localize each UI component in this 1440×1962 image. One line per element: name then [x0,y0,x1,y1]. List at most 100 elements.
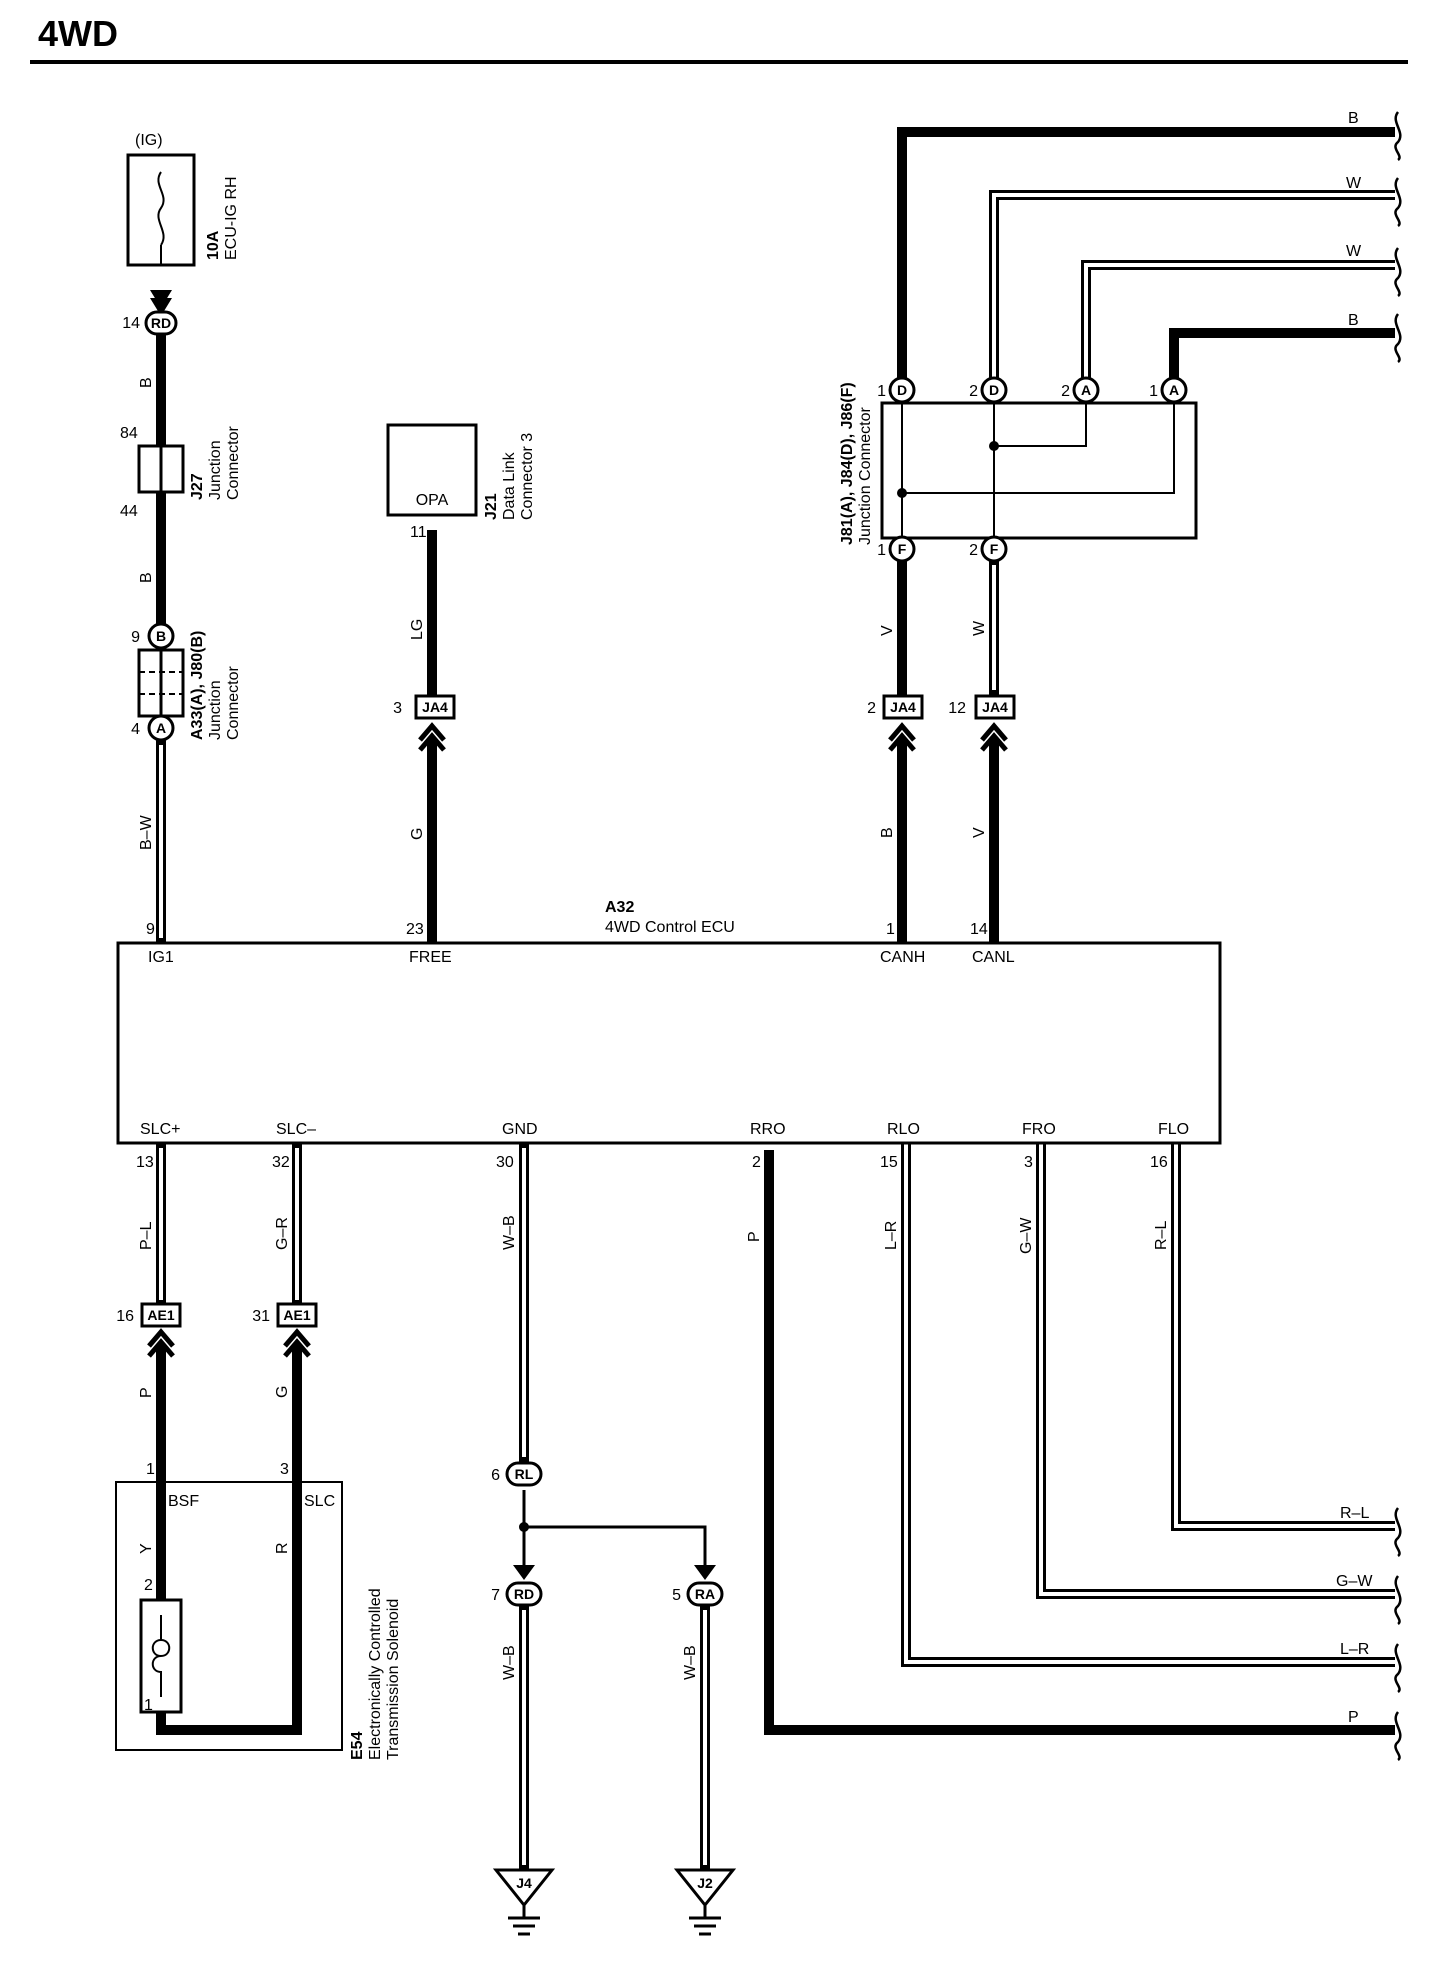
svg-text:1: 1 [1149,383,1158,400]
wire-break-marks [1394,111,1402,1762]
wire-color-sol-r: R [274,1542,291,1554]
connector-rd-top: RD 14 [122,310,178,336]
j27-line1: Junction [207,440,224,500]
connector-ae1-pl: AE1 16 [116,1302,182,1328]
wire-color-out-p: P [1348,1709,1359,1726]
chevron-up-icon [980,722,1008,742]
svg-text:2: 2 [969,383,978,400]
svg-text:9: 9 [131,629,140,646]
pin-ecu-canl: 14 [970,921,988,938]
svg-text:2: 2 [1061,383,1070,400]
wire-color-flo-rl: R–L [1153,1221,1170,1250]
pin-ecu-rro: 2 [752,1154,761,1171]
wire-break-icon [1394,1711,1402,1762]
connector-f1: F 1 [877,535,916,563]
wire-out-b2 [1169,328,1395,385]
wire-break-icon [1394,1643,1402,1694]
fuse-source: (IG) [135,132,163,149]
svg-text:F: F [898,541,907,557]
wire-color-gnd-wb: W–B [501,1215,518,1250]
wire-color-canl-v: V [971,827,988,838]
j27-pin-in: 84 [120,425,138,442]
arrow-down-icon [513,1565,535,1580]
wire-color-ig-b1: B [138,377,155,388]
wire-color-canh-b: B [879,827,896,838]
svg-text:2: 2 [969,542,978,559]
svg-text:1: 1 [877,542,886,559]
ecu-pin-flo: FLO [1158,1121,1189,1138]
ecu-code: A32 [605,899,634,916]
j21-line1: Data Link [501,451,518,520]
connector-a1: A 1 [1149,376,1188,404]
svg-text:JA4: JA4 [982,699,1008,715]
wire-break-icon [1394,247,1402,298]
svg-text:4: 4 [131,721,140,738]
svg-text:6: 6 [491,1467,500,1484]
wire-color-out-rl: R–L [1340,1505,1369,1522]
svg-text:J4: J4 [516,1875,532,1891]
connector-f2: F 2 [969,535,1008,563]
wire-color-rlo-lr: L–R [883,1221,900,1250]
pin-ecu-flo: 16 [1150,1154,1168,1171]
arrow-down-icon [694,1565,716,1580]
wire-break-icon [1394,313,1402,364]
svg-text:RD: RD [514,1586,534,1602]
svg-text:JA4: JA4 [890,699,916,715]
e54-code: E54 [349,1731,366,1760]
svg-text:D: D [989,382,999,398]
splice-dot [519,1522,529,1532]
connector-d1: D 1 [877,376,916,404]
junction-line1: Junction Connector [857,406,874,545]
wire-color-fro-gw: G–W [1018,1217,1035,1254]
wire-break-icon [1394,111,1402,162]
e54-line2: Transmission Solenoid [385,1599,402,1760]
pin-ecu-slcp: 13 [136,1154,154,1171]
ecu-pin-rlo: RLO [887,1121,920,1138]
ground-j4: J4 [492,1868,556,1936]
wire-color-gnd-wb-j2: W–B [682,1645,699,1680]
wire-color-rro-p: P [746,1231,763,1242]
wire-rro-p [764,1150,1395,1735]
pin-ecu-fro: 3 [1024,1154,1033,1171]
ecu-pin-slcm: SLC– [276,1121,316,1138]
chevron-up-icon [283,1328,311,1348]
svg-text:D: D [897,382,907,398]
arrow-down-icon [150,298,172,316]
wire-color-sol-p: P [138,1387,155,1398]
j27-code: J27 [189,473,206,500]
wire-color-out-lr: L–R [1340,1641,1369,1658]
pin-e54-coil-bottom: 1 [144,1697,153,1714]
svg-text:RL: RL [515,1466,534,1482]
pin-ecu-canh: 1 [886,921,895,938]
wire-color-canl-w: W [971,620,988,636]
pin-ecu-rlo: 15 [880,1154,898,1171]
ecu-pin-canh: CANH [880,949,925,966]
e54-box [115,1481,343,1751]
ecu-box [116,941,1222,1145]
svg-text:A: A [1169,382,1179,398]
page-title: 4WD [38,13,118,54]
chevron-up-icon [888,732,916,752]
chevron-up-icon [283,1338,311,1358]
fuse-name: ECU-IG RH [223,176,240,260]
connector-ja4-canl: JA4 12 [948,694,1016,720]
a33-line2: Connector [225,666,242,740]
connector-rl: RL 6 [491,1461,543,1487]
svg-text:RD: RD [151,315,171,331]
svg-text:RA: RA [695,1586,715,1602]
connector-d2: D 2 [969,376,1008,404]
striped-wires-inner [159,193,1395,1865]
ecu-pin-rro: RRO [750,1121,786,1138]
junction-code: J81(A), J84(D), J86(F) [839,382,856,545]
wire-color-dlc-g: G [409,828,426,840]
e54-bsf: BSF [168,1493,199,1510]
connector-rd-bottom: RD 7 [491,1581,543,1607]
connector-a33-a: A 4 [131,714,175,742]
e54-slc: SLC [304,1493,335,1510]
connector-ae1-gr: AE1 31 [252,1302,318,1328]
wire-break-icon [1394,1507,1402,1558]
fuse-element-icon [157,171,165,246]
wire-color-out-w2: W [1346,243,1362,260]
ground-splice [522,1490,707,1565]
